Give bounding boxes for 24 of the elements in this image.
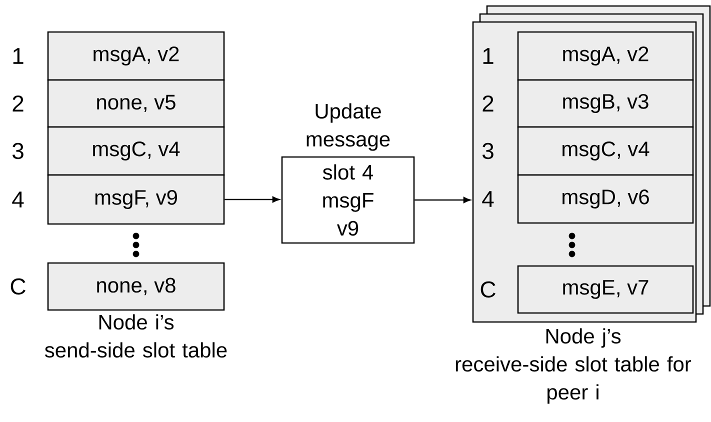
- slot-cell: msgC, v4: [47, 126, 225, 176]
- row-number: 4: [482, 191, 494, 207]
- slot-cell: msgF, v9: [47, 174, 225, 225]
- row-number: 2: [482, 95, 494, 112]
- slot-cell: msgE, v7: [517, 265, 694, 314]
- row-number: 4: [12, 192, 24, 208]
- slot-cell: none, v5: [47, 79, 225, 128]
- caption: Node j’s receive-side slot table for peer i: [456, 328, 692, 404]
- slot-cell: msgB, v3: [517, 79, 694, 128]
- row-number: 2: [12, 95, 24, 112]
- slot-cell: none, v8: [47, 262, 225, 311]
- slot-cell: msgA, v2: [47, 31, 225, 81]
- row-number: 3: [482, 142, 494, 160]
- row-number: C: [10, 278, 26, 295]
- row-number: 1: [483, 48, 494, 64]
- slot-cell: msgD, v6: [517, 174, 694, 224]
- slot-cell: msgA, v2: [517, 31, 694, 81]
- arrow: [224, 196, 280, 203]
- message-box: slot 4 msgF v9: [281, 156, 415, 244]
- arrow: [414, 196, 471, 204]
- row-number: C: [480, 281, 496, 298]
- slot-cell: msgC, v4: [517, 126, 694, 176]
- row-number: 1: [13, 48, 24, 64]
- row-number: 3: [12, 142, 24, 160]
